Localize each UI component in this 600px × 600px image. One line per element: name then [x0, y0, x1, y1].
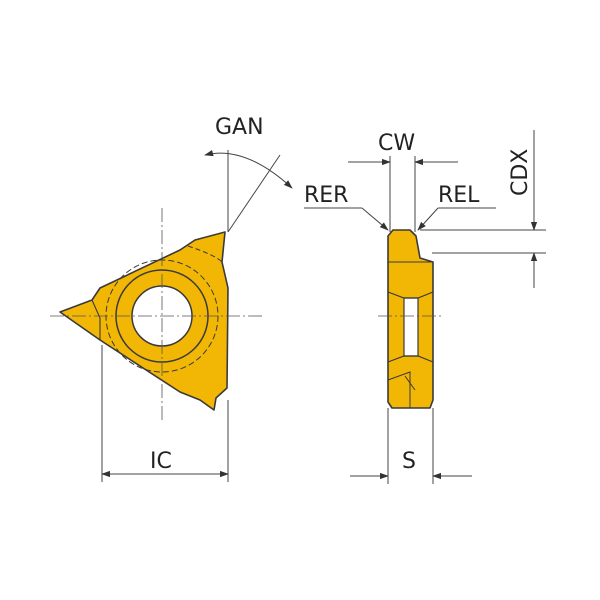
insert-chipbreaker-line	[187, 245, 223, 263]
rel-label: REL	[438, 183, 480, 208]
cw-dimension: CW	[348, 131, 458, 232]
rer-arrow	[361, 207, 389, 231]
gan-angle-arc	[204, 149, 293, 189]
side-view-hole-section	[403, 297, 419, 357]
cdx-label: CDX	[508, 149, 533, 196]
side-view-hole-taper-bottom	[387, 355, 434, 363]
insert-cutting-edge-detail	[91, 299, 101, 340]
rel-callout: REL	[417, 183, 496, 231]
ic-dimension: IC	[101, 345, 229, 482]
gan-dimension: GAN	[204, 115, 293, 233]
rer-callout: RER	[304, 183, 389, 231]
s-dimension: S	[350, 408, 472, 484]
insert-front-view	[50, 208, 262, 420]
gan-label: GAN	[215, 115, 264, 140]
gan-angled-ext	[227, 154, 281, 233]
rer-label: RER	[304, 183, 348, 208]
side-view-hole-taper-top	[387, 291, 434, 299]
s-label: S	[402, 449, 416, 474]
ic-label: IC	[150, 449, 172, 474]
cw-label: CW	[378, 131, 415, 156]
side-view-lower-detail	[387, 371, 416, 408]
rel-arrow	[417, 207, 439, 231]
cdx-dimension: CDX	[420, 130, 546, 288]
insert-side-view	[378, 229, 444, 409]
